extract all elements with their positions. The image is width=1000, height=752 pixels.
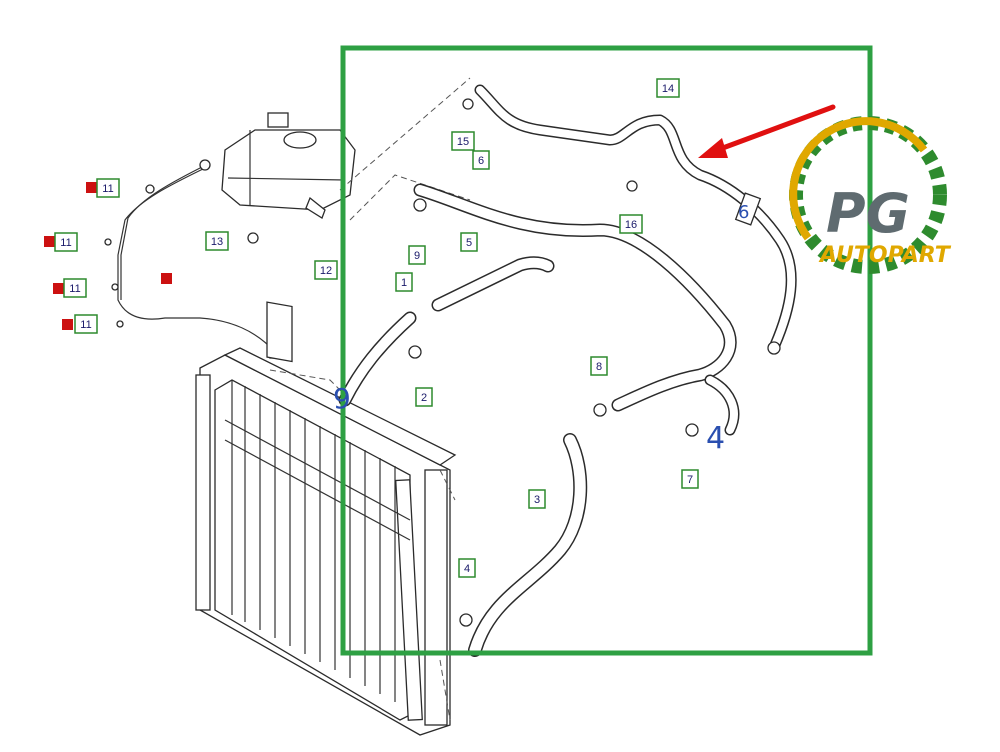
callout-label: 16	[625, 219, 637, 231]
callout-label: 15	[457, 136, 469, 148]
logo-initials: PG	[826, 182, 910, 245]
callout-12: 12	[314, 260, 338, 280]
callout-16: 16	[619, 214, 643, 234]
callout-label: 11	[60, 237, 71, 249]
radiator	[195, 347, 457, 736]
callout-1: 1	[395, 272, 413, 292]
highlight-box	[340, 45, 873, 656]
callout-label: 12	[320, 265, 332, 277]
callout-label: 3	[534, 494, 540, 506]
handwritten-note-6: 6	[738, 202, 749, 223]
callout-label: 5	[466, 237, 472, 249]
leader-lines	[269, 77, 471, 721]
callout-label: 9	[414, 250, 420, 262]
callout-2: 2	[415, 387, 433, 407]
callout-14: 14	[656, 78, 680, 98]
callout-15: 15	[451, 131, 475, 151]
logo-name: AUTOPART	[818, 243, 952, 268]
red-markers	[44, 182, 172, 330]
callout-13: 13	[205, 231, 229, 251]
callout-label: 2	[421, 392, 427, 404]
handwritten-note-4: 4	[706, 421, 725, 456]
callout-label: 7	[687, 474, 693, 486]
callout-11: 11	[63, 278, 87, 298]
callout-label: 11	[80, 319, 91, 331]
clamps	[104, 98, 781, 627]
callout-label: 8	[596, 361, 602, 373]
callout-label: 14	[662, 83, 674, 95]
callout-4: 4	[458, 558, 476, 578]
callout-label: 1	[401, 277, 407, 289]
callout-3: 3	[528, 489, 546, 509]
callout-11: 11	[74, 314, 98, 334]
callout-label: 11	[69, 283, 80, 295]
callout-8: 8	[590, 356, 608, 376]
callout-5: 5	[460, 232, 478, 252]
callout-6: 6	[472, 150, 490, 170]
callout-label: 6	[478, 155, 484, 167]
callout-11: 11	[54, 232, 78, 252]
callout-label: 11	[102, 183, 113, 195]
logo-arc	[789, 117, 928, 241]
handwritten-note-9: 9	[333, 382, 351, 415]
coolant-reservoir	[221, 112, 356, 219]
pg-autopart-logo: PG AUTOPART	[789, 116, 952, 274]
sensor-wiring	[117, 159, 293, 363]
red-arrow	[698, 104, 836, 158]
callout-7: 7	[681, 469, 699, 489]
callout-9: 9	[408, 245, 426, 265]
callout-11: 11	[96, 178, 120, 198]
hoses	[338, 84, 797, 657]
callout-label: 13	[211, 236, 223, 248]
callout-label: 4	[464, 563, 470, 575]
